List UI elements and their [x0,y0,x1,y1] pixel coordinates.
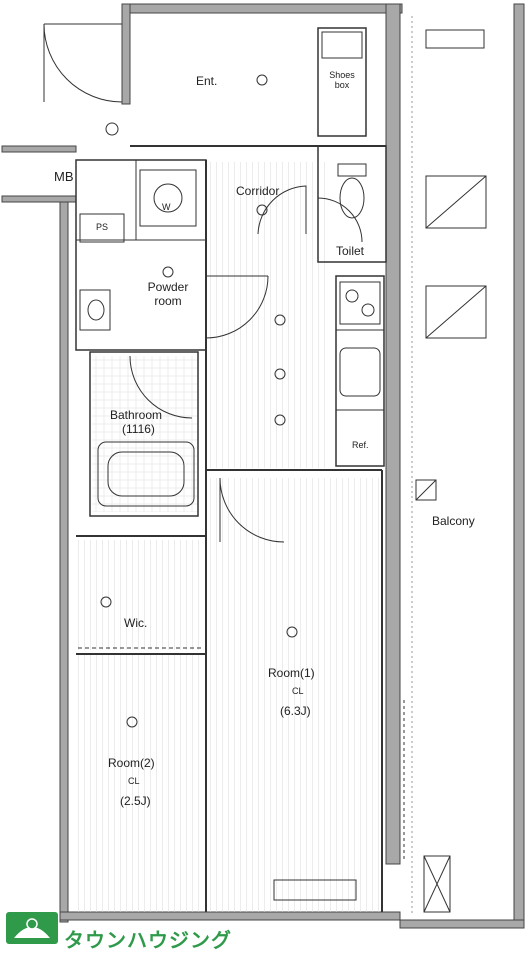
floor-areas [76,162,382,912]
bathtub [97,441,195,507]
label-bathroom-size: (1116) [122,422,155,436]
label-wic: Wic. [124,616,148,630]
label-room2-size: (2.5J) [120,794,151,808]
label-ps: PS [96,222,109,232]
label-bathroom: Bathroom [110,408,163,422]
room2-floor [76,654,204,912]
label-shoes-box: Shoes box [326,70,358,90]
label-room1: Room(1) [268,666,315,680]
washer-space [139,169,197,227]
label-powder-room-line2: room [154,294,182,308]
label-powder-room: Powder room [140,280,196,308]
label-entrance: Ent. [196,74,218,88]
corridor-floor [206,162,330,468]
doors [43,23,363,543]
label-toilet: Toilet [336,244,365,258]
label-room2: Room(2) [108,756,155,770]
label-room1-size: (6.3J) [280,704,311,718]
fixtures [78,29,487,913]
label-room2-cl: CL [128,776,140,786]
toilet-bowl [339,177,365,219]
label-ref: Ref. [352,440,369,450]
wic-floor [76,540,204,650]
label-balcony: Balcony [432,514,475,528]
label-shoes-box-line2: box [334,80,350,90]
stove [339,281,381,325]
logo-text: タウンハウジング [64,928,232,952]
label-shoes-box-line1: Shoes [329,70,355,80]
kitchen-sink [339,347,381,397]
label-corridor: Corridor [236,184,280,198]
label-mb: MB [54,169,74,184]
company-logo [6,912,58,944]
room1-floor [206,478,382,912]
label-room1-cl: CL [292,686,304,696]
label-powder-room-line1: Powder [147,280,189,294]
bath-floor [92,356,198,512]
label-wm: W [162,202,171,212]
interior-walls [75,27,387,912]
